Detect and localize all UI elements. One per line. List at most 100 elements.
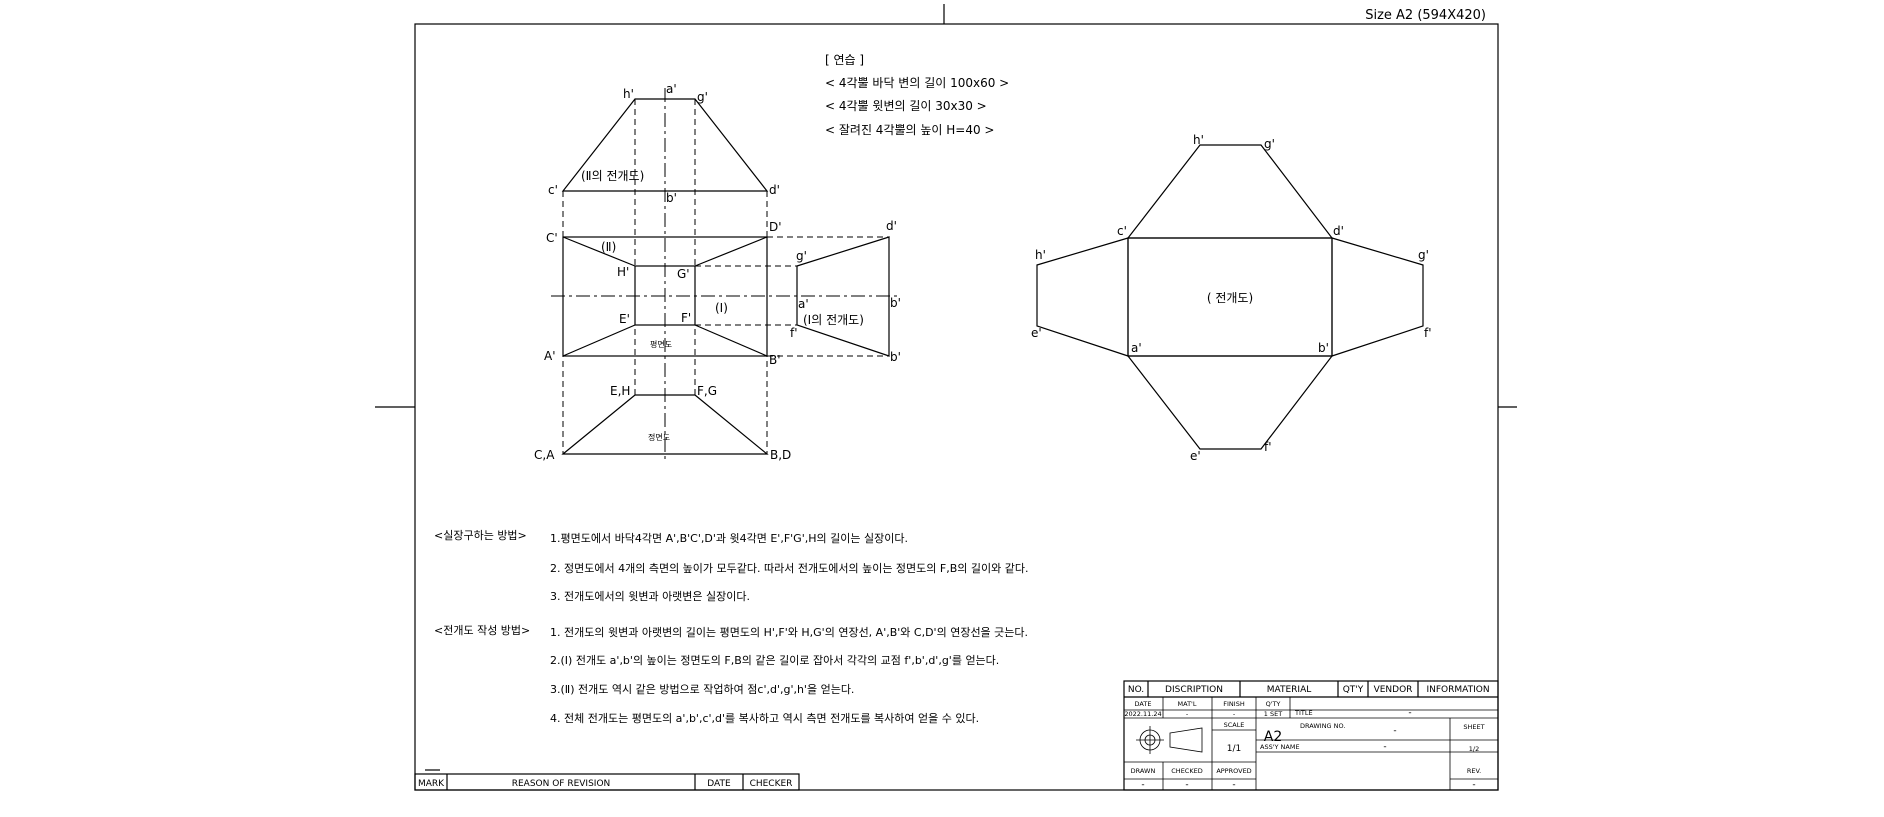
label-EH: E,H xyxy=(610,384,630,398)
label-development-I: (Ⅰ의 전개도) xyxy=(803,313,864,327)
revision-checker-header: CHECKER xyxy=(750,779,793,789)
plan-edge-bf xyxy=(694,324,768,357)
revision-date-header: DATE xyxy=(707,779,731,789)
sheet-border xyxy=(414,23,1499,791)
exercise-line-1: < 4각뿔 바닥 변의 길이 100x60 > xyxy=(825,76,1009,90)
tb-header-description: DISCRIPTION xyxy=(1165,685,1223,695)
real-length-title: <실장구하는 방법> xyxy=(434,528,527,542)
title-block: NO. DISCRIPTION MATERIAL QT'Y VENDOR INF… xyxy=(1123,680,1499,791)
label-FG: F,G xyxy=(697,384,717,398)
sheet-size-label: Size A2 (594X420) xyxy=(1365,8,1486,23)
left-view-drawing: h' a' g' c' d' b' (Ⅱ의 전개도) C' D' d' (Ⅱ) … xyxy=(534,82,901,462)
development-left-face xyxy=(1036,237,1129,357)
real-length-step-1: 1.평면도에서 바닥4각면 A',B'C',D'과 윗4각면 E',F'G',H… xyxy=(550,532,908,545)
dev-label-e-bottom: e' xyxy=(1190,449,1201,463)
label-BD: B,D xyxy=(770,448,791,462)
label-A: A' xyxy=(544,349,556,363)
development-step-1: 1. 전개도의 윗변과 아랫변의 길이는 평면도의 H',F'와 H,G'의 연… xyxy=(550,626,1028,639)
tb-date-value: 2022.11.24 xyxy=(1124,710,1161,718)
tb-checked-label: CHECKED xyxy=(1171,767,1202,775)
tb-assy-label: ASS'Y NAME xyxy=(1260,743,1300,751)
tb-header-vendor: VENDOR xyxy=(1374,685,1413,695)
development-step-2: 2.(Ⅰ) 전개도 a',b'의 높이는 정면도의 F,B의 같은 길이로 잡아… xyxy=(550,654,999,667)
label-b-prime-top: b' xyxy=(666,191,677,205)
real-length-step-2: 2. 정면도에서 4개의 측면의 높이가 모두같다. 따라서 전개도에서의 높이… xyxy=(550,562,1029,575)
tb-finish-label: FINISH xyxy=(1223,700,1245,708)
label-CA: C,A xyxy=(534,448,555,462)
dev-label-b: b' xyxy=(1318,341,1329,355)
exercise-line-2: < 4각뿔 윗변의 길이 30x30 > xyxy=(825,98,987,113)
tb-rev-label: REV. xyxy=(1467,767,1481,775)
label-d-prime: d' xyxy=(769,183,780,197)
label-C: C' xyxy=(546,231,558,245)
tb-assy-value: - xyxy=(1383,742,1386,752)
development-title: <전개도 작성 방법> xyxy=(434,624,530,637)
dev-label-g-top: g' xyxy=(1264,137,1275,151)
label-plan-view: 평면도 xyxy=(650,339,672,349)
dev-label-center: ( 전개도) xyxy=(1207,291,1253,305)
full-development-drawing: h' g' c' d' h' g' ( 전개도) e' f' a' b' e' … xyxy=(1031,133,1432,463)
tb-drawing-no-label: DRAWING NO. xyxy=(1300,722,1345,730)
label-region-I: (Ⅰ) xyxy=(715,301,728,315)
dev-label-e-left: e' xyxy=(1031,326,1042,340)
tb-drawing-no-value: - xyxy=(1393,726,1396,736)
label-D: D' xyxy=(769,220,782,234)
label-d-right: d' xyxy=(886,219,897,233)
tb-sheet-label: SHEET xyxy=(1463,723,1484,731)
title-block-frame xyxy=(1123,680,1499,791)
label-g-top: g' xyxy=(697,90,708,104)
label-a-right: a' xyxy=(798,297,809,311)
revision-block: MARK REASON OF REVISION DATE CHECKER xyxy=(414,769,800,791)
plan-edge-dg xyxy=(694,236,768,267)
label-g-right: g' xyxy=(796,249,807,263)
tb-rev-value: - xyxy=(1472,780,1475,790)
dev-label-c: c' xyxy=(1117,224,1127,238)
exercise-line-3: < 잘려진 4각뿔의 높이 H=40 > xyxy=(825,123,995,137)
exercise-notes: [ 연습 ] < 4각뿔 바닥 변의 길이 100x60 > < 4각뿔 윗변의… xyxy=(825,53,1009,137)
development-step-3: 3.(Ⅱ) 전개도 역시 같은 방법으로 작업하여 점c',d',g',h'을 … xyxy=(550,682,854,696)
tb-size-value: A2 xyxy=(1264,729,1282,745)
tb-checked-value: - xyxy=(1185,780,1188,790)
revision-block-frame xyxy=(414,773,800,791)
revision-mark-header: MARK xyxy=(418,779,445,789)
tb-header-no: NO. xyxy=(1128,685,1144,695)
development-top-face xyxy=(1126,144,1334,239)
projection-symbol-icon xyxy=(1136,726,1203,754)
label-front-view: 정면도 xyxy=(648,432,670,442)
development-step-4: 4. 전체 전개도는 평면도의 a',b',c',d'를 복사하고 역시 측면 … xyxy=(550,711,979,725)
development-bottom-face xyxy=(1126,355,1334,450)
sheet-frame: Size A2 (594X420) xyxy=(375,4,1517,791)
tb-approved-value: - xyxy=(1232,780,1235,790)
tb-approved-label: APPROVED xyxy=(1216,767,1251,775)
label-B: B' xyxy=(769,353,781,367)
plan-edge-ch xyxy=(562,236,636,267)
label-H: H' xyxy=(617,265,629,279)
tb-sheet-value: 1/2 xyxy=(1469,745,1479,753)
label-E: E' xyxy=(619,312,630,326)
label-c-prime: c' xyxy=(548,183,558,197)
label-F: F' xyxy=(681,311,691,325)
tb-scale-label: SCALE xyxy=(1224,721,1245,729)
label-h-top: h' xyxy=(623,87,634,101)
label-f-right: f' xyxy=(790,326,798,340)
plan-edge-ae xyxy=(562,324,636,357)
label-development-II: (Ⅱ의 전개도) xyxy=(581,169,644,183)
tb-title-value: - xyxy=(1408,708,1411,718)
development-right-face xyxy=(1331,237,1424,357)
tb-drawn-label: DRAWN xyxy=(1131,767,1156,775)
tb-matl-label: MAT'L xyxy=(1178,700,1197,708)
revision-reason-header: REASON OF REVISION xyxy=(512,779,611,789)
tb-drawn-value: - xyxy=(1141,780,1144,790)
tb-header-information: INFORMATION xyxy=(1426,685,1489,695)
dev-label-h-left: h' xyxy=(1035,248,1046,262)
tb-title-label: TITLE xyxy=(1294,709,1313,717)
label-b-right: b' xyxy=(890,296,901,310)
dev-label-g-right: g' xyxy=(1418,248,1429,262)
tb-header-material: MATERIAL xyxy=(1267,685,1312,695)
dev-label-f-bottom: f' xyxy=(1264,440,1272,454)
tb-scale-value: 1/1 xyxy=(1227,744,1241,754)
tb-finish-value: - xyxy=(1233,710,1236,718)
dev-label-f-right: f' xyxy=(1424,326,1432,340)
method-notes: <실장구하는 방법> 1.평면도에서 바닥4각면 A',B'C',D'과 윗4각… xyxy=(434,528,1029,725)
